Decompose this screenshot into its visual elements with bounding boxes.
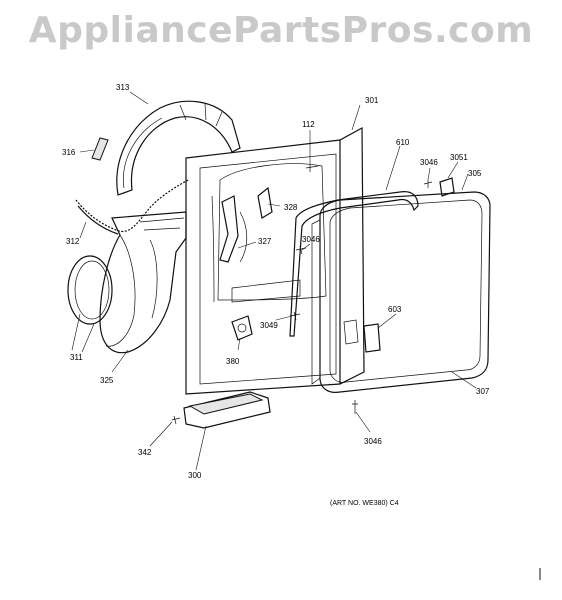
part-307-door <box>311 191 491 393</box>
label-3046-bottom: 3046 <box>364 437 382 446</box>
fasteners <box>289 180 433 414</box>
part-325-front-bulkhead <box>99 211 187 354</box>
part-328-latch <box>257 186 273 219</box>
part-316-pad <box>91 137 109 161</box>
label-610: 610 <box>396 138 410 147</box>
part-313-bulkhead <box>116 100 241 196</box>
label-327: 327 <box>258 237 272 246</box>
label-3049: 3049 <box>260 321 278 330</box>
label-325: 325 <box>100 376 114 385</box>
label-305: 305 <box>468 169 482 178</box>
part-112-screw <box>305 164 319 172</box>
part-labels: 313 301 112 610 3046 3051 305 316 328 31… <box>62 83 490 480</box>
label-3046-mid: 3046 <box>302 235 320 244</box>
label-301: 301 <box>365 96 379 105</box>
watermark-logo: AppliancePartsPros.com <box>28 10 534 51</box>
leader-lines <box>71 91 477 471</box>
label-313: 313 <box>116 83 130 92</box>
part-342-screw <box>171 415 181 425</box>
label-300: 300 <box>188 471 202 480</box>
label-316: 316 <box>62 148 76 157</box>
label-603: 603 <box>388 305 402 314</box>
label-342: 342 <box>138 448 152 457</box>
label-328: 328 <box>284 203 298 212</box>
part-311-seal-ring <box>67 255 113 325</box>
label-307: 307 <box>476 387 490 396</box>
part-300-filter-housing <box>183 391 271 429</box>
part-301-front-panel <box>185 126 365 395</box>
label-3046-top: 3046 <box>420 158 438 167</box>
part-3051-hinge-block <box>439 177 455 197</box>
part-327-hinge <box>219 195 248 263</box>
part-380-switch <box>231 315 253 341</box>
label-112: 112 <box>302 120 315 129</box>
label-3051: 3051 <box>450 153 468 162</box>
label-311: 311 <box>70 353 83 362</box>
label-312: 312 <box>66 237 80 246</box>
art-number: (ART NO. WE380) C4 <box>330 500 399 507</box>
label-380: 380 <box>226 357 240 366</box>
part-312-felt-seal <box>75 179 189 235</box>
part-603-handle <box>343 319 381 353</box>
part-610-door-gasket <box>289 191 419 337</box>
